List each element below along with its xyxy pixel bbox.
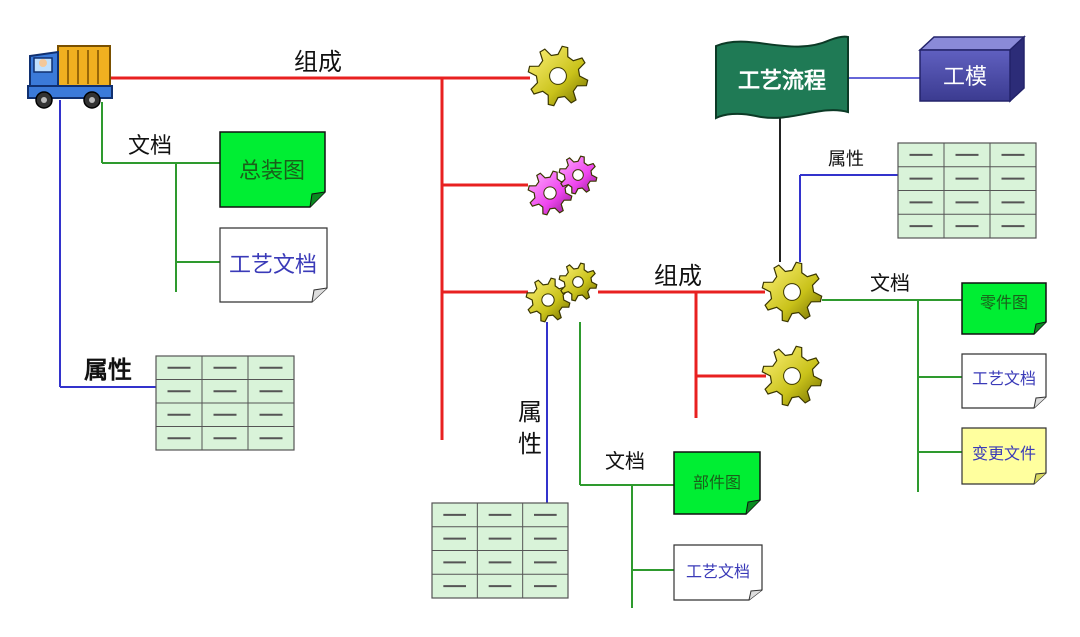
- gear-pair-icon-mid: [525, 262, 598, 323]
- doc-change: 变更文件: [961, 427, 1047, 485]
- process-doc-1-label: 工艺文档: [229, 253, 317, 278]
- compose-label-top: 组成: [294, 48, 342, 76]
- doc-label-mid: 文档: [605, 449, 645, 473]
- component-drawing-label: 部件图: [693, 473, 741, 492]
- process-doc-2-label: 工艺文档: [686, 562, 750, 581]
- process-flow-label: 工艺流程: [738, 68, 826, 94]
- attr-label-left: 属性: [84, 356, 132, 384]
- doc-assembly-drawing: 总装图: [219, 131, 326, 208]
- truck-icon: [27, 45, 113, 109]
- part-drawing-label: 零件图: [980, 293, 1028, 312]
- connector-lines: [59, 76, 962, 608]
- doc-process-doc-3: 工艺文档: [961, 353, 1047, 409]
- gear-icon-right-lower: [761, 345, 823, 407]
- compose-label-mid: 组成: [654, 262, 702, 290]
- gear-pair-icon-pink: [527, 155, 598, 216]
- doc-part-drawing: 零件图: [961, 282, 1047, 335]
- change-doc-label: 变更文件: [972, 444, 1036, 463]
- doc-label-topleft: 文档: [128, 134, 172, 159]
- process-doc-3-label: 工艺文档: [972, 369, 1036, 388]
- gear-icon-right: [761, 261, 823, 323]
- doc-process-doc-1: 工艺文档: [219, 227, 328, 303]
- doc-label-right: 文档: [870, 271, 910, 295]
- tooling-cube: 工模: [918, 35, 1026, 103]
- gear-icon-top: [527, 45, 589, 107]
- process-flow-flag: 工艺流程: [715, 35, 849, 120]
- attribute-table-left: [155, 355, 295, 451]
- tooling-label: 工模: [943, 65, 987, 90]
- attr-label-mid-top: 属: [518, 398, 542, 426]
- attribute-table-mid: [431, 502, 569, 599]
- attr-label-right: 属性: [828, 149, 864, 170]
- doc-process-doc-2: 工艺文档: [673, 544, 763, 601]
- assembly-drawing-label: 总装图: [239, 159, 305, 184]
- attr-label-mid-bottom: 性: [518, 430, 542, 458]
- doc-component-drawing: 部件图: [673, 451, 761, 515]
- attribute-table-right: [897, 142, 1037, 239]
